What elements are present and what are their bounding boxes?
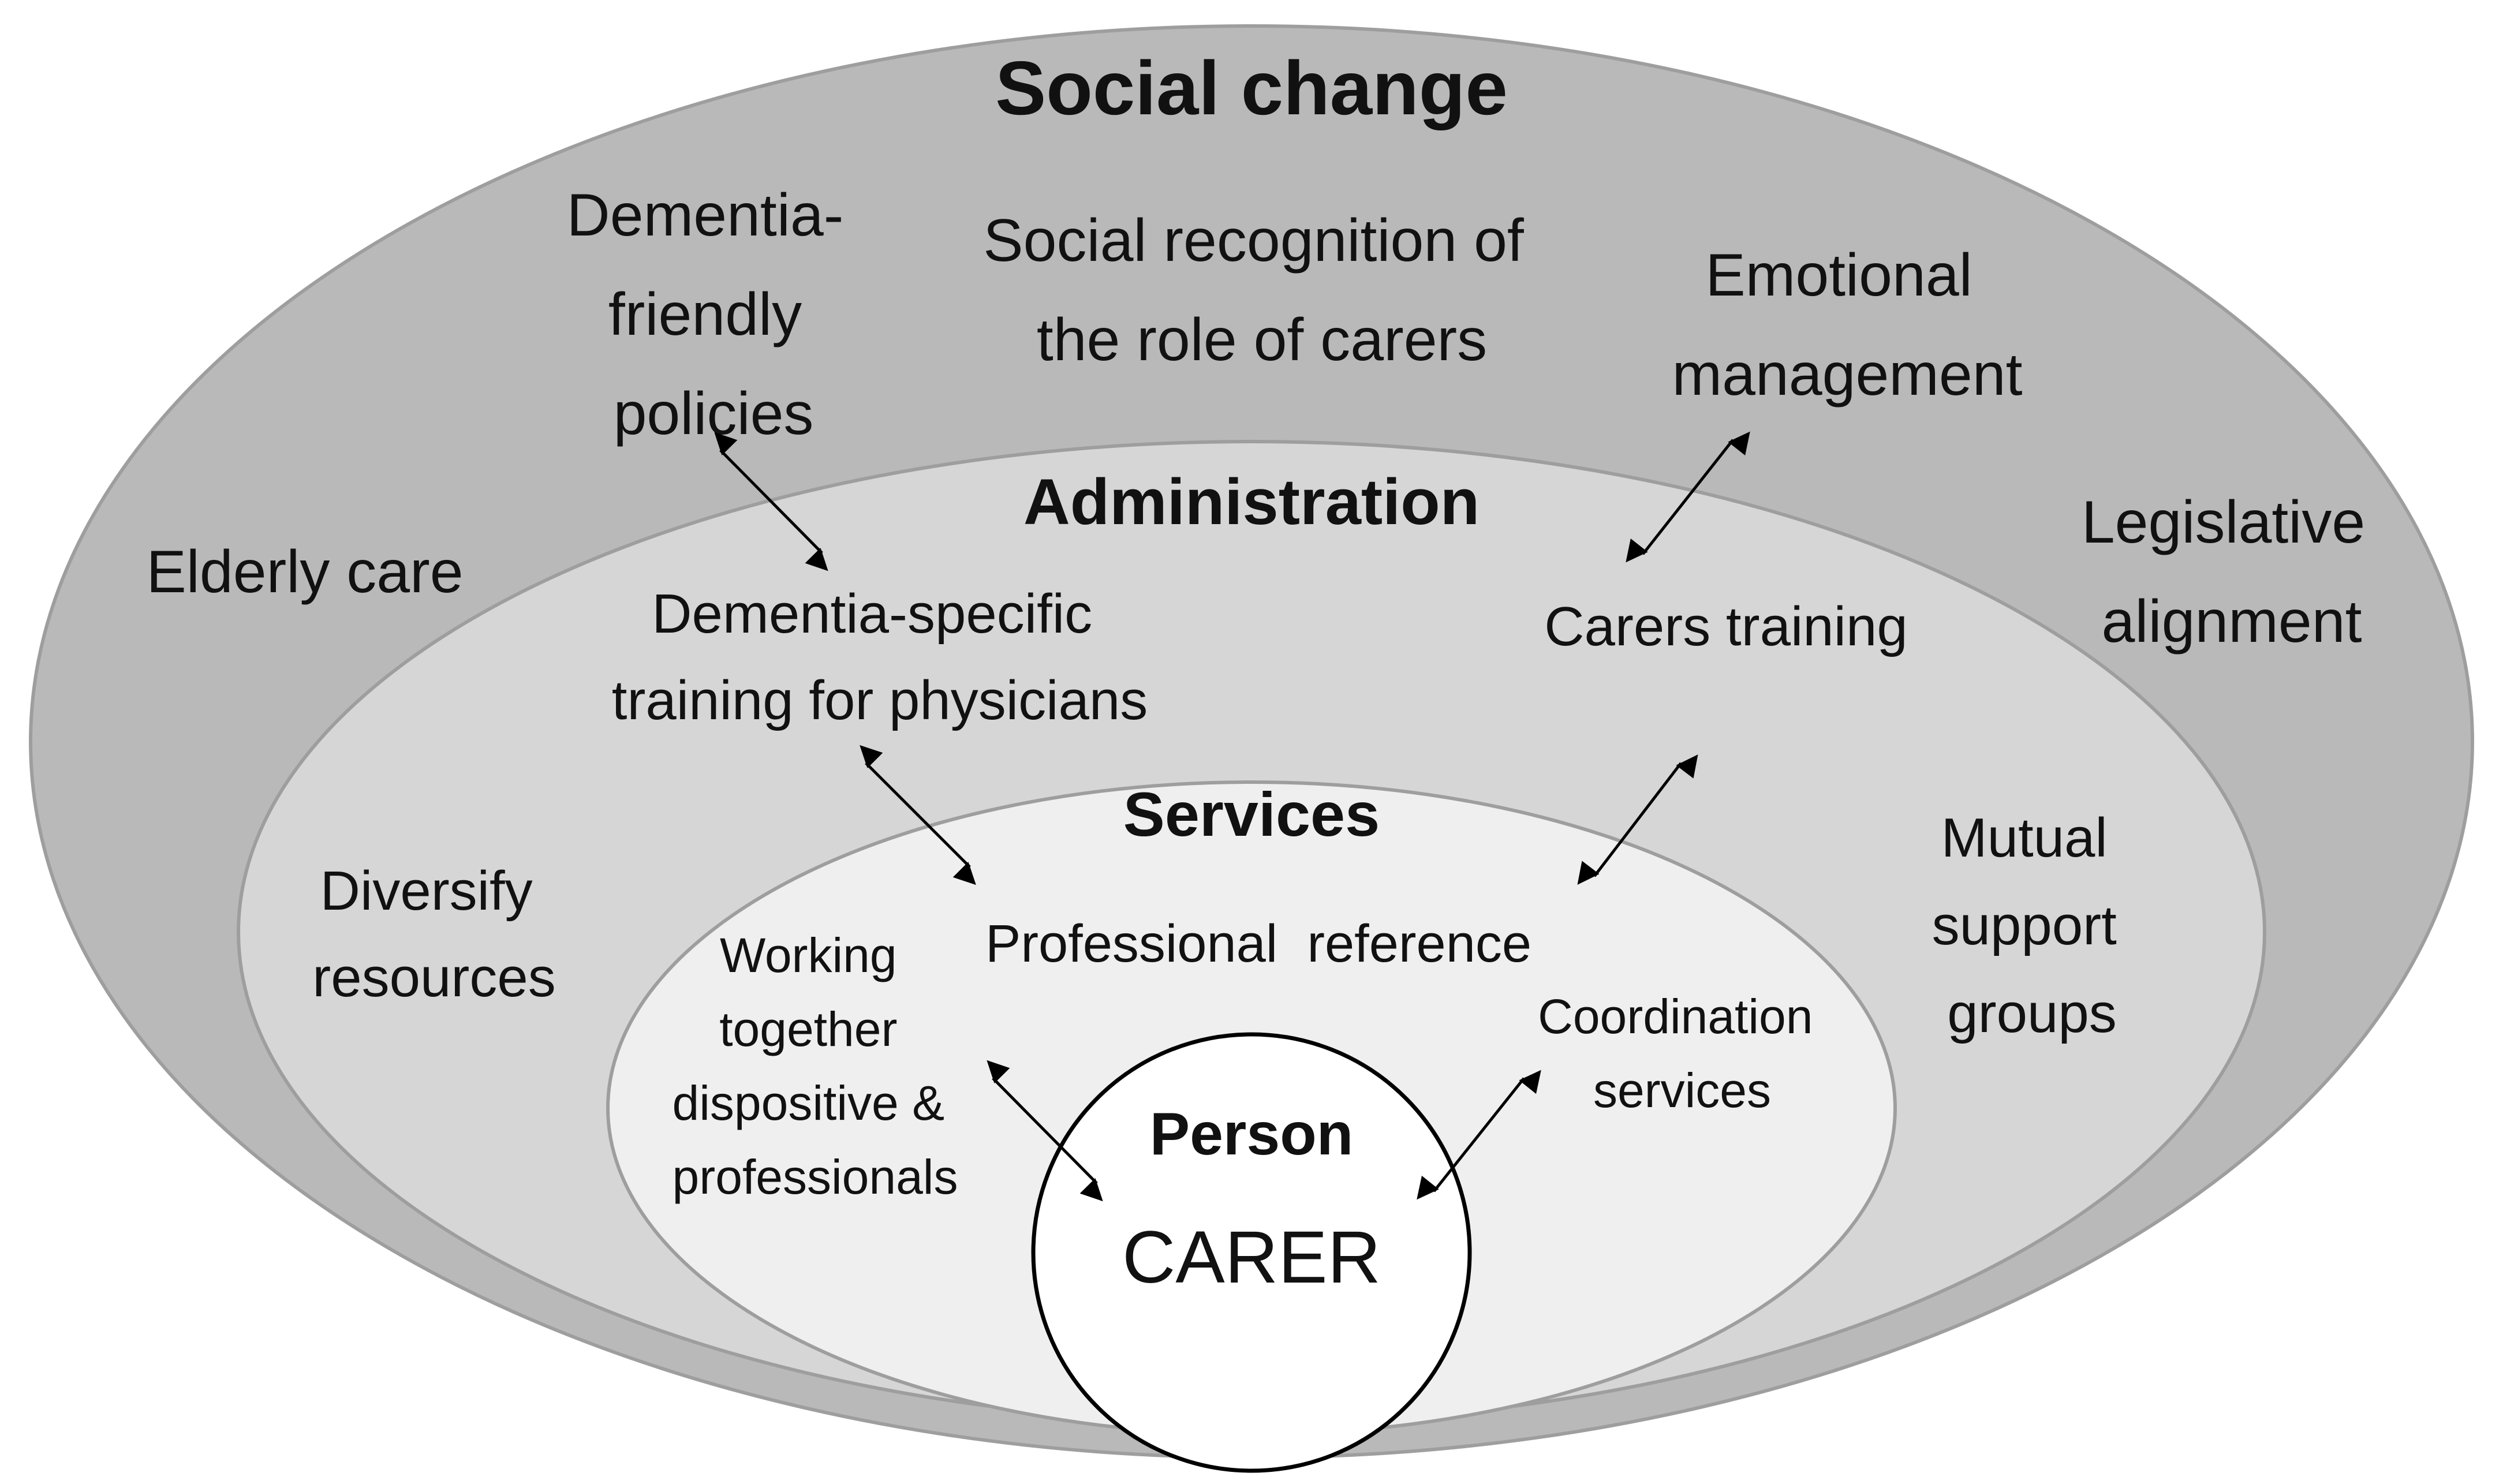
- mutual-support-groups-label: Mutual support groups: [1932, 807, 2132, 1044]
- dementia-friendly-policies-label: Dementia- friendly policies: [567, 182, 861, 447]
- carer-label: CARER: [1122, 1216, 1381, 1299]
- legislative-alignment-label: Legislative alignment: [2082, 489, 2382, 655]
- diversify-resources-label: Diversify resources: [312, 860, 556, 1008]
- emotional-management-label: Emotional management: [1672, 242, 2022, 408]
- coordination-services-label: Coordination services: [1538, 989, 1826, 1117]
- arrow-training-to-services: [860, 745, 976, 885]
- social-change-title: Social change: [995, 46, 1508, 130]
- carers-training-label: Carers training: [1544, 596, 1908, 657]
- working-together-label: Working together dispositive & professio…: [673, 928, 958, 1204]
- arrow-emotional-to-carers: [1626, 431, 1750, 563]
- elderly-care-label: Elderly care: [146, 539, 463, 605]
- arrow-working-to-person: [987, 1060, 1103, 1202]
- administration-title: Administration: [1023, 466, 1480, 538]
- person-circle: [1031, 1032, 1472, 1473]
- arrow-policies-to-training: [714, 432, 828, 571]
- professional-reference-label: Professional reference: [985, 914, 1531, 973]
- services-title: Services: [1123, 779, 1380, 849]
- social-recognition-label: Social recognition of the role of carers: [983, 207, 1540, 373]
- arrow-carers-to-services: [1577, 754, 1698, 885]
- arrow-coordination-to-person: [1417, 1070, 1541, 1200]
- dementia-specific-training-label: Dementia-specific training for physician…: [612, 583, 1148, 731]
- person-title: Person: [1150, 1101, 1354, 1168]
